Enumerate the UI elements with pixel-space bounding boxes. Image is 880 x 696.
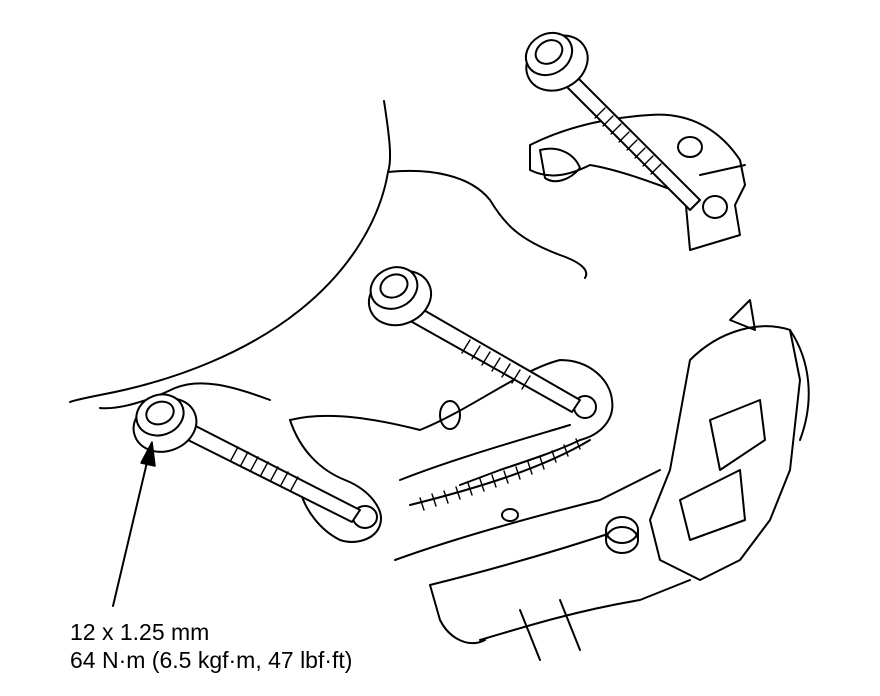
upper-bracket-hole — [677, 136, 703, 158]
bolt-size-label: 12 x 1.25 mm — [70, 619, 210, 645]
upper-bracket-recess — [539, 147, 581, 183]
flange-inner-recess — [439, 400, 461, 430]
ring-gear-inner — [409, 439, 591, 506]
frame-stud — [605, 516, 639, 554]
ring-gear-outer — [399, 424, 571, 481]
lower-frame-side — [429, 584, 486, 645]
mount-flange-left — [289, 419, 382, 543]
upper-bracket-bolt-hole — [702, 195, 728, 219]
lower-frame-mid — [429, 529, 621, 586]
callout-leader-arrow — [112, 441, 156, 607]
upper-bracket — [529, 113, 746, 251]
right-bracket-triangle — [729, 299, 756, 331]
upper-bracket-ridge — [699, 164, 746, 176]
lower-frame-bottom — [479, 579, 691, 641]
mount-flange — [289, 359, 614, 486]
lower-bolt — [132, 393, 361, 523]
transmission-housing-outline — [69, 100, 392, 403]
middle-bolt — [367, 266, 581, 413]
lower-rail-left — [519, 599, 581, 661]
housing-edge-curve — [387, 169, 588, 279]
lower-frame-top — [394, 469, 661, 561]
right-mount-bracket — [649, 325, 801, 581]
torque-spec-label: 64 N·m (6.5 kgf·m, 47 lbf·ft) — [70, 647, 353, 673]
right-bracket-edge — [789, 329, 810, 441]
right-bracket-slot — [679, 469, 746, 541]
right-bracket-notch — [709, 399, 766, 471]
ring-gear-teeth — [419, 438, 581, 511]
housing-lower-edge — [99, 382, 271, 410]
upper-bolt — [524, 31, 701, 211]
ring-gear-hub — [501, 508, 519, 522]
bolt-spec-callout: 12 x 1.25 mm 64 N·m (6.5 kgf·m, 47 lbf·f… — [70, 618, 352, 674]
